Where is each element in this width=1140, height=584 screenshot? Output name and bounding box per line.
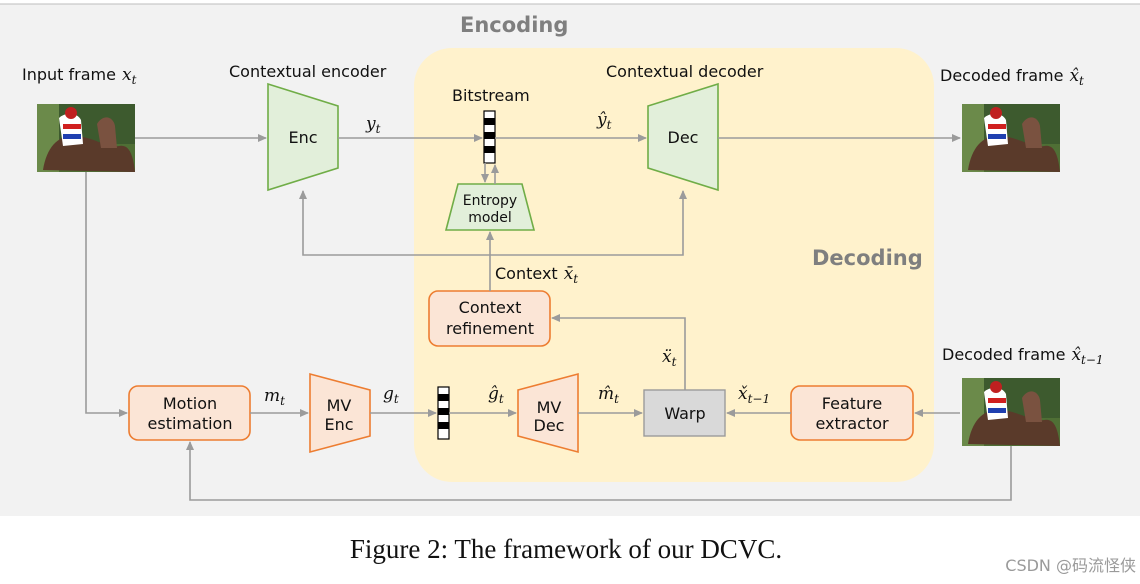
entropy-model-label-2: model	[468, 210, 512, 226]
watermark: CSDN @码流怪侠	[1005, 556, 1136, 575]
arrow-context-to-enc	[299, 190, 491, 291]
motion-estimation-label-2: estimation	[148, 414, 233, 433]
mv-dec-label-1: MV	[537, 398, 562, 417]
symbol-m-t: mt	[264, 386, 285, 408]
mv-encoder-block	[309, 372, 371, 454]
decoded-prev-frame-image	[962, 378, 1060, 446]
symbol-xddot-t: ẍt	[662, 347, 677, 369]
arrow-context-to-dec	[490, 190, 687, 256]
feature-extractor-label-2: extractor	[815, 414, 889, 433]
context-refinement-label-2: refinement	[446, 319, 534, 338]
symbol-mhat-t: m̂t	[598, 384, 619, 406]
entropy-model-label-1: Entropy	[463, 193, 517, 209]
contextual-decoder-label: Contextual decoder	[606, 62, 764, 81]
dec-label: Dec	[668, 128, 699, 147]
symbol-ghat-t: ĝt	[488, 384, 504, 406]
enc-label: Enc	[288, 128, 317, 147]
figure-caption: Figure 2: The framework of our DCVC.	[350, 534, 782, 564]
arrow-prev-to-motion	[186, 441, 1012, 501]
mv-bitstream-icon	[437, 386, 450, 440]
contextual-decoder-block	[647, 82, 719, 192]
motion-estimation-label-1: Motion	[163, 394, 217, 413]
feature-extractor-label-1: Feature	[822, 394, 882, 413]
warp-block	[643, 389, 726, 437]
mv-dec-label-2: Dec	[534, 416, 565, 435]
symbol-y-t: yt	[365, 114, 381, 136]
arrow-warp-to-refinement	[551, 314, 686, 390]
decoded-frame-image	[962, 104, 1060, 172]
arrow-input-to-motion	[85, 172, 128, 417]
warp-label: Warp	[664, 404, 705, 423]
input-frame-image	[37, 104, 135, 172]
decoding-title: Decoding	[812, 246, 923, 270]
symbol-g-t: gt	[383, 384, 399, 406]
mv-enc-label-2: Enc	[324, 415, 353, 434]
mv-decoder-block	[517, 372, 579, 454]
symbol-yhat-t: ŷt	[596, 110, 612, 132]
bitstream-label: Bitstream	[452, 86, 530, 105]
encoding-title: Encoding	[460, 13, 568, 37]
decoding-region	[414, 48, 934, 482]
mv-enc-label-1: MV	[327, 396, 352, 415]
bitstream-icon	[483, 110, 496, 164]
connections	[85, 134, 1012, 501]
contextual-encoder-block	[267, 82, 339, 192]
contextual-encoder-label: Contextual encoder	[229, 62, 387, 81]
entropy-model-block	[444, 183, 536, 231]
symbol-xcheck-prev: x̌t−1	[738, 384, 770, 406]
context-refinement-label-1: Context	[459, 298, 522, 317]
